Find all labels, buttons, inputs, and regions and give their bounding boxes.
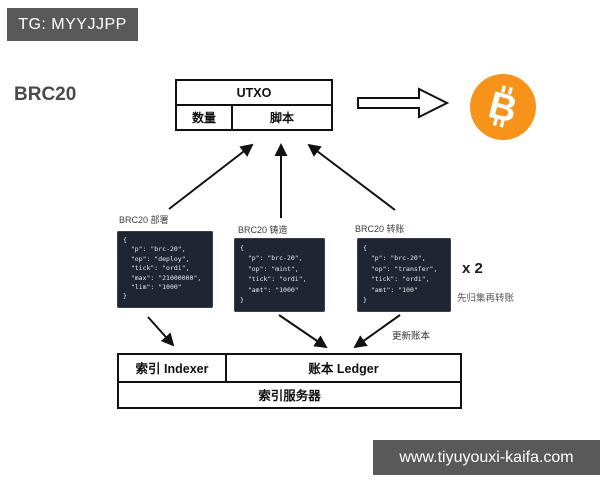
utxo-script-cell: 脚本	[269, 111, 294, 125]
website-url-banner: www.tiyuyouxi-kaifa.com	[373, 440, 600, 475]
indexer-ledger-row: 索引 Indexer 账本 Ledger	[119, 355, 460, 383]
indexer-server-table: 索引 Indexer 账本 Ledger 索引服务器	[117, 353, 462, 409]
tg-contact-text: TG: MYYJJPP	[18, 15, 127, 33]
arrow-transfer-to-utxo	[307, 143, 396, 211]
update-ledger-note: 更新账本	[392, 331, 431, 342]
bitcoin-logo-icon: B	[470, 74, 536, 140]
transfer-multiplier: x 2	[462, 260, 483, 277]
deploy-label: BRC20 部署	[119, 215, 169, 225]
indexer-cell: 索引 Indexer	[119, 355, 227, 381]
arrow-mint-to-ledger	[278, 314, 328, 349]
utxo-box: UTXO 数量 脚本	[175, 79, 333, 131]
tg-contact-badge: TG: MYYJJPP	[7, 8, 138, 41]
utxo-title: UTXO	[177, 81, 331, 106]
utxo-amount-cell: 数量	[177, 106, 233, 129]
website-url-text: www.tiyuyouxi-kaifa.com	[399, 448, 574, 466]
ledger-cell: 账本 Ledger	[308, 362, 379, 377]
utxo-to-bitcoin-arrow	[357, 87, 450, 119]
deploy-code-block: { "p": "brc-20", "op": "deploy", "tick":…	[117, 231, 213, 308]
index-server-cell: 索引服务器	[258, 389, 321, 404]
page-title: BRC20	[14, 84, 77, 105]
arrow-deploy-to-utxo	[168, 143, 254, 210]
arrow-deploy-to-indexer	[147, 316, 175, 347]
transfer-label: BRC20 转账	[355, 224, 405, 234]
consolidate-note: 先归集再转账	[457, 293, 515, 304]
mint-label: BRC20 铸造	[238, 225, 288, 235]
mint-code-block: { "p": "brc-20", "op": "mint", "tick": "…	[234, 238, 325, 312]
utxo-cells: 数量 脚本	[177, 106, 331, 129]
transfer-code-block: { "p": "brc-20", "op": "transfer", "tick…	[357, 238, 451, 312]
